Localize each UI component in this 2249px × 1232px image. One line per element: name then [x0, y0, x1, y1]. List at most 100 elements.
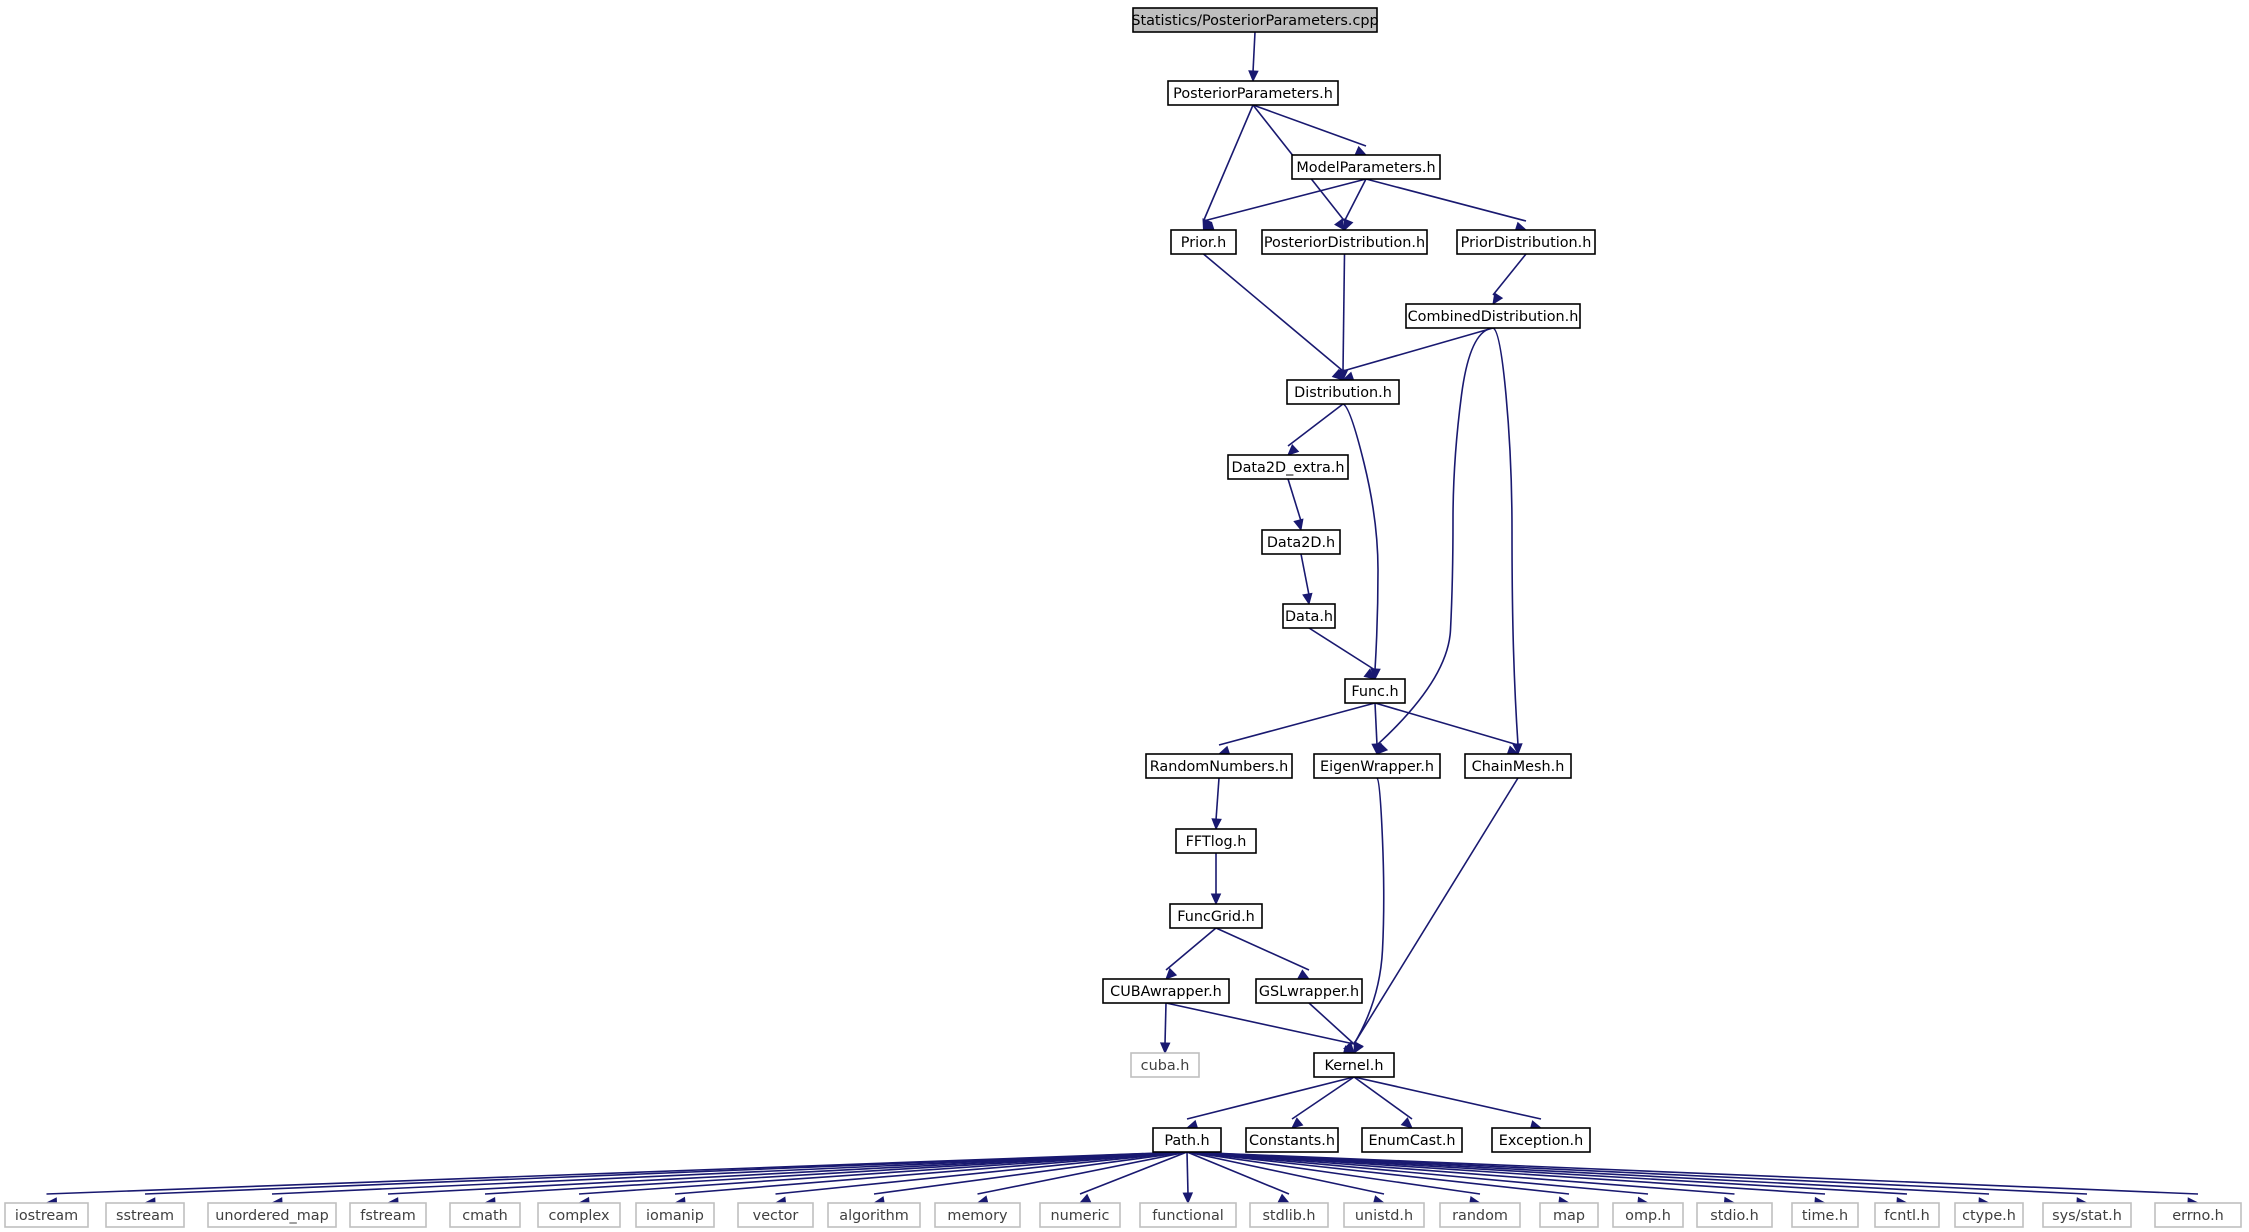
node-posteriordistribution-h[interactable]: PosteriorDistribution.h [1261, 229, 1428, 255]
node-label: Data2D_extra.h [1232, 460, 1345, 476]
edge-funcgrid_h-to-gslwrapper_h [1215, 927, 1311, 980]
node-box [827, 1202, 921, 1228]
node-label: map [1553, 1208, 1585, 1224]
node-iostream: iostream [4, 1202, 89, 1228]
node-box [1261, 229, 1428, 255]
node-algorithm: algorithm [827, 1202, 921, 1228]
arrowhead [1400, 1117, 1413, 1129]
node-fcntl-h: fcntl.h [1874, 1202, 1940, 1228]
node-box [4, 1202, 89, 1228]
node-box [1954, 1202, 2024, 1228]
node-box [1491, 1127, 1591, 1153]
node-box [1456, 229, 1596, 255]
edge-kernel_h-to-exception_h [1353, 1076, 1543, 1131]
node-box [1255, 978, 1363, 1004]
edge-posteriorparameters_h-to-modelparameters_h [1252, 104, 1368, 156]
node-memory: memory [934, 1202, 1021, 1228]
arrowhead [1363, 668, 1376, 680]
edge-data_h-to-func_h [1308, 627, 1376, 680]
node-gslwrapper-h[interactable]: GSLwrapper.h [1255, 978, 1363, 1004]
edge-funcgrid_h-to-cubawrapper_h [1165, 927, 1217, 980]
edge-chainmesh_h-to-kernel_h [1353, 777, 1519, 1055]
node-exception-h[interactable]: Exception.h [1491, 1127, 1591, 1153]
node-box [207, 1202, 337, 1228]
node-box [1139, 1202, 1237, 1228]
edge-fftlog_h-to-funcgrid_h [1210, 853, 1222, 906]
node-data2d-h[interactable]: Data2D.h [1261, 529, 1341, 555]
node-label: sstream [116, 1208, 174, 1224]
node-root[interactable]: Statistics/PosteriorParameters.cpp [1131, 7, 1379, 33]
node-constants-h[interactable]: Constants.h [1245, 1127, 1339, 1153]
node-errno-h: errno.h [2154, 1202, 2242, 1228]
node-box [1361, 1127, 1463, 1153]
node-time-h: time.h [1791, 1202, 1859, 1228]
edge-posteriordistribution_h-to-distribution_h [1337, 253, 1349, 382]
node-priordistribution-h[interactable]: PriorDistribution.h [1456, 229, 1596, 255]
node-randomnumbers-h[interactable]: RandomNumbers.h [1145, 753, 1293, 779]
node-ctype-h: ctype.h [1954, 1202, 2024, 1228]
node-box [2042, 1202, 2132, 1228]
node-box [1169, 903, 1263, 929]
edge-combineddistribution_h-to-chainmesh_h [1492, 327, 1523, 756]
arrowhead [1248, 70, 1259, 83]
node-prior-h[interactable]: Prior.h [1170, 229, 1237, 255]
node-box [1227, 454, 1349, 480]
node-fstream: fstream [349, 1202, 427, 1228]
arrowhead [1353, 1041, 1364, 1055]
node-box [1282, 603, 1336, 629]
edge-cubawrapper_h-to-cuba_h [1159, 1002, 1171, 1055]
node-box [1039, 1202, 1121, 1228]
arrowhead [1291, 1117, 1304, 1129]
arrowhead [1182, 1192, 1194, 1205]
edge-prior_h-to-distribution_h [1202, 253, 1344, 381]
arrowhead [1165, 967, 1178, 980]
node-label: CUBAwrapper.h [1110, 984, 1222, 1000]
node-label: Kernel.h [1325, 1058, 1384, 1074]
node-label: sys/stat.h [2052, 1208, 2122, 1224]
node-func-h[interactable]: Func.h [1344, 678, 1406, 704]
node-data-h[interactable]: Data.h [1282, 603, 1336, 629]
graph-edges [45, 31, 2200, 1208]
node-sstream: sstream [105, 1202, 185, 1228]
graph-nodes: Statistics/PosteriorParameters.cppPoster… [4, 7, 2242, 1228]
node-box [737, 1202, 814, 1228]
node-distribution-h[interactable]: Distribution.h [1286, 379, 1400, 405]
node-chainmesh-h[interactable]: ChainMesh.h [1464, 753, 1572, 779]
node-kernel-h[interactable]: Kernel.h [1313, 1052, 1395, 1078]
node-enumcast-h[interactable]: EnumCast.h [1361, 1127, 1463, 1153]
node-label: Data2D.h [1267, 535, 1335, 551]
edge-path_h-to-functional [1182, 1151, 1194, 1205]
node-label: omp.h [1625, 1208, 1671, 1224]
node-numeric: numeric [1039, 1202, 1121, 1228]
arrowhead [1297, 969, 1311, 980]
node-sys-stat-h: sys/stat.h [2042, 1202, 2132, 1228]
node-label: fcntl.h [1884, 1208, 1929, 1224]
node-data2d-extra-h[interactable]: Data2D_extra.h [1227, 454, 1349, 480]
node-funcgrid-h[interactable]: FuncGrid.h [1169, 903, 1263, 929]
node-label: EigenWrapper.h [1320, 759, 1434, 775]
edge-eigenwrapper_h-to-kernel_h [1353, 777, 1385, 1055]
node-label: time.h [1802, 1208, 1848, 1224]
node-eigenwrapper-h[interactable]: EigenWrapper.h [1313, 753, 1441, 779]
node-label: EnumCast.h [1368, 1133, 1455, 1149]
node-posteriorparameters-h[interactable]: PosteriorParameters.h [1167, 80, 1339, 106]
node-label: vector [753, 1208, 799, 1224]
arrowhead [1370, 668, 1381, 681]
arrowhead [1211, 818, 1222, 831]
edge-distribution_h-to-func_h [1342, 403, 1381, 681]
edge-data2d_extra_h-to-data2d_h [1287, 478, 1304, 532]
node-label: unordered_map [215, 1208, 328, 1224]
node-fftlog-h[interactable]: FFTlog.h [1175, 828, 1257, 854]
node-box [1874, 1202, 1940, 1228]
node-cubawrapper-h[interactable]: CUBAwrapper.h [1102, 978, 1230, 1004]
node-path-h[interactable]: Path.h [1152, 1127, 1222, 1153]
node-complex: complex [537, 1202, 621, 1228]
node-unordered-map: unordered_map [207, 1202, 337, 1228]
node-box [1405, 303, 1581, 329]
arrowhead [1492, 292, 1504, 306]
arrowhead [1293, 518, 1304, 532]
node-box [1344, 678, 1406, 704]
node-label: Distribution.h [1294, 385, 1392, 401]
node-modelparameters-h[interactable]: ModelParameters.h [1291, 154, 1441, 180]
node-combineddistribution-h[interactable]: CombinedDistribution.h [1405, 303, 1581, 329]
